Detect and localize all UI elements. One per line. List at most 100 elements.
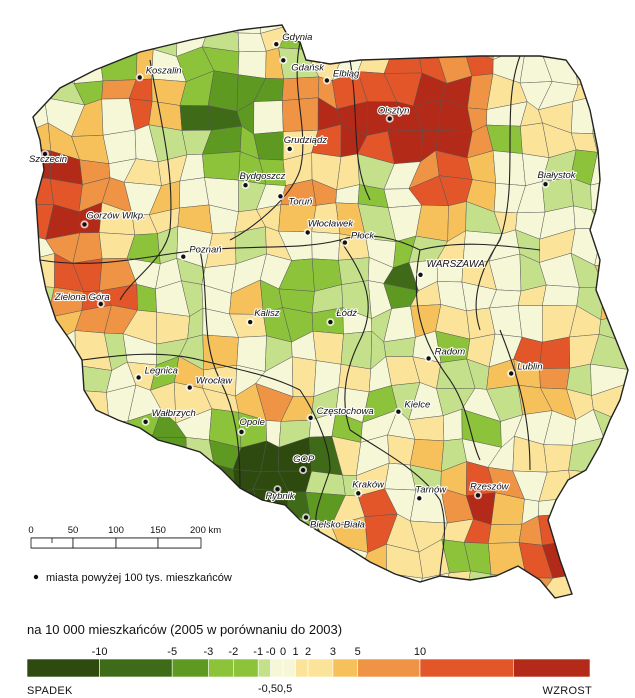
voivodeship-border (419, 243, 541, 251)
city-marker (328, 319, 333, 325)
city-label: Wałbrzych (152, 408, 196, 419)
legend-bottom-ticks: -0,50,5 (258, 683, 292, 695)
city-marker (137, 75, 142, 80)
voivodeship-border (499, 329, 531, 471)
city-label: Elbląg (333, 69, 360, 80)
city-marker (243, 183, 248, 188)
city-marker (287, 146, 292, 152)
city-label: Gdynia (282, 32, 312, 43)
legend-bin (307, 658, 334, 678)
legend-bin (233, 658, 259, 678)
voivodeship-borders (39, 41, 541, 577)
legend-tick-label: 3 (330, 646, 336, 658)
city-label: Kalisz (254, 308, 280, 319)
city-dot-symbol (33, 574, 39, 580)
city-label: Szczecin (29, 154, 67, 165)
legend-tick-label: -10 (92, 646, 108, 658)
county-region (179, 177, 210, 209)
county-region (136, 284, 157, 313)
country-outline (32, 24, 629, 599)
city-marker (42, 151, 48, 157)
scale-bar: 0 50 100 150 200 km (28, 525, 221, 549)
legend-tick-label: -1 (253, 646, 263, 658)
city-marker (136, 375, 141, 380)
legend-title: na 10 000 mieszkańców (2005 w porównaniu… (27, 622, 342, 637)
legend-spadek-label: SPADEK (27, 685, 73, 697)
voivodeship-border (299, 389, 331, 533)
city-marker (239, 429, 244, 435)
city-marker (303, 515, 309, 520)
city-label: Zielona Góra (54, 292, 110, 303)
city-marker (275, 487, 280, 492)
legend-bin (332, 658, 359, 678)
city-label: Bielsko-Biała (310, 519, 365, 530)
city-marker (278, 194, 283, 199)
legend-bin (257, 658, 271, 678)
city-marker (181, 254, 186, 259)
legend-bin (419, 658, 514, 678)
county-region (311, 231, 341, 261)
city-marker (342, 240, 348, 245)
city-label: GOP (293, 454, 315, 465)
city-label: Legnica (145, 366, 178, 377)
voivodeship-border (39, 239, 341, 264)
city-label: Opole (240, 417, 265, 428)
county-region (281, 76, 320, 101)
voivodeship-border (199, 249, 241, 489)
county-region (539, 367, 571, 390)
city-marker (356, 491, 361, 496)
county-region (202, 151, 241, 181)
city-marker (98, 301, 104, 307)
city-marker (187, 385, 192, 390)
city-label: Wrocław (196, 376, 234, 387)
legend-bin (512, 658, 591, 678)
city-label: Lublin (517, 362, 542, 373)
voivodeship-border (415, 249, 481, 461)
legend-bin (357, 658, 421, 678)
city-marker (300, 467, 306, 473)
city-label: Płock (351, 231, 375, 242)
county-region (253, 100, 284, 135)
scale-tick-200: 200 km (190, 525, 221, 536)
city-marker (324, 78, 330, 83)
city-label: Koszalin (146, 65, 182, 76)
county-region (291, 356, 317, 397)
county-region (312, 330, 344, 365)
point-legend-label: miasta powyżej 100 tys. mieszkańców (46, 572, 232, 584)
voivodeship-border (339, 239, 369, 431)
city-marker (387, 116, 392, 121)
county-region (539, 336, 571, 369)
scale-tick-0: 0 (28, 525, 33, 536)
city-markers (41, 40, 550, 522)
scale-tick-50: 50 (68, 525, 79, 536)
legend-tick-label: 5 (355, 646, 361, 658)
legend-bin (171, 658, 209, 678)
legend-tick-label: -2 (228, 646, 238, 658)
city-label: Kraków (352, 479, 385, 490)
city-marker (274, 42, 279, 47)
city-label: Bydgoszcz (240, 171, 286, 182)
city-marker (308, 415, 313, 420)
city-marker (417, 496, 422, 501)
legend-tick-label: 0 (280, 646, 286, 658)
city-marker (305, 230, 310, 235)
voivodeship-border (349, 59, 371, 201)
county-region (179, 105, 212, 131)
city-label: Toruń (288, 196, 312, 207)
city-label: Łódź (336, 308, 357, 319)
county-region (237, 50, 267, 79)
city-label: Białystok (538, 170, 577, 181)
county-region (340, 331, 373, 370)
city-label: Częstochowa (317, 406, 374, 417)
city-label: Grudziądz (284, 135, 328, 146)
city-marker (543, 182, 548, 187)
legend-bin (99, 658, 173, 678)
city-marker (396, 409, 401, 414)
voivodeship-border (81, 353, 301, 391)
city-marker (509, 371, 514, 376)
city-label: Tarnów (415, 484, 447, 495)
legend-tick-label: 10 (414, 646, 426, 658)
city-label: Włocławek (308, 219, 355, 230)
city-label: Gorzów Wlkp. (87, 210, 146, 221)
